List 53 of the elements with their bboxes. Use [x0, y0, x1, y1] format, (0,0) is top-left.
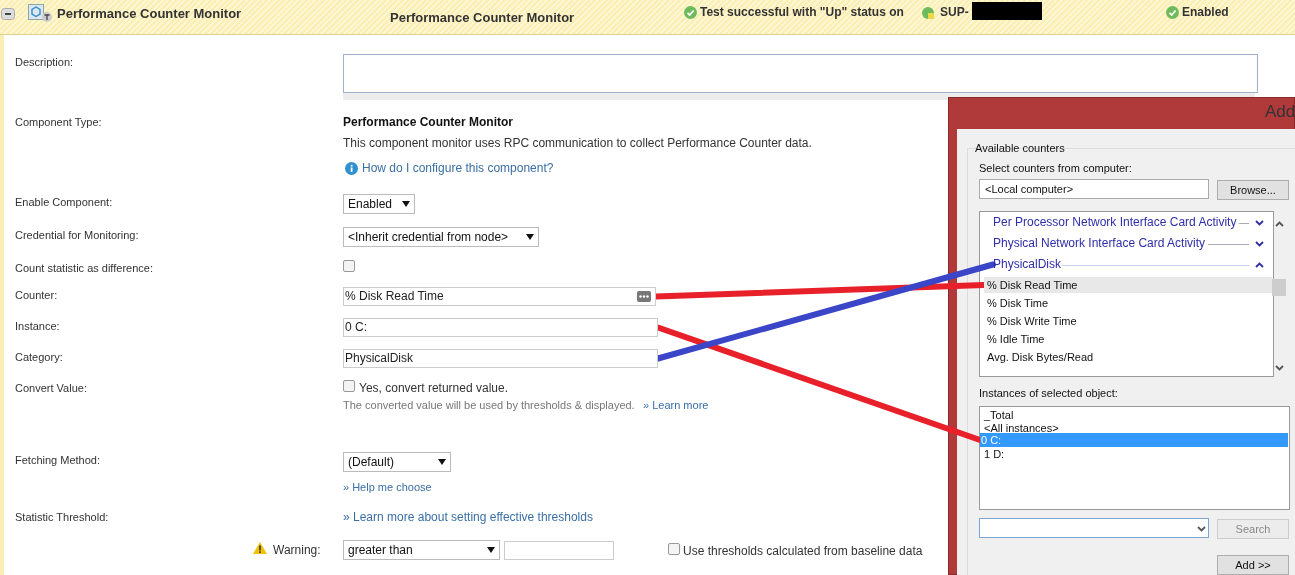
- header-title: Performance Counter Monitor: [57, 6, 242, 21]
- description-text: Warning:: [273, 543, 321, 558]
- dialog-title: Add: [1265, 104, 1295, 119]
- field-label: Statistic Threshold:: [15, 510, 109, 525]
- select-dropdown: (Default): [343, 452, 451, 472]
- group-label: Available counters: [975, 141, 1065, 156]
- list-item: % Disk Time: [987, 296, 1049, 311]
- list-item: 0 C:: [980, 433, 1288, 447]
- description-text: This component monitor uses RPC communication to collect Performance Counter data.: [343, 136, 812, 151]
- header-title: Performance Counter Monitor: [390, 10, 575, 25]
- list-item: % Idle Time: [987, 332, 1045, 347]
- status-text: Test successful with "Up" status on: [700, 5, 904, 20]
- text-field: 0 C:: [343, 318, 658, 337]
- component-type-name: Performance Counter Monitor: [343, 115, 513, 130]
- list-item: % Disk Read Time: [984, 277, 1272, 293]
- group-label: Instances of selected object:: [979, 386, 1118, 401]
- list-item: Avg. Disk Bytes/Read: [987, 350, 1094, 365]
- field-label: Category:: [15, 350, 63, 365]
- select-dropdown: Enabled: [343, 194, 415, 214]
- field-label: Description:: [15, 55, 74, 70]
- field-label: Count statistic as difference:: [15, 261, 153, 276]
- help-link: » Learn more about setting effective thresholds: [343, 510, 593, 525]
- status-text: SUP-: [940, 5, 969, 20]
- help-link: » Help me choose: [343, 480, 432, 495]
- button: Add >>: [1217, 555, 1289, 575]
- field-label: Credential for Monitoring:: [15, 228, 139, 243]
- text-field: % Disk Read Time: [343, 287, 656, 306]
- select-dropdown: greater than: [343, 540, 500, 560]
- list-item: _Total: [984, 408, 1014, 423]
- field-label: Counter:: [15, 288, 58, 303]
- tree-category: PhysicalDisk: [993, 257, 1061, 272]
- list-item: 1 D:: [984, 447, 1005, 462]
- tree-category: Per Processor Network Interface Card Activity: [993, 215, 1237, 230]
- button: Browse...: [1217, 180, 1289, 200]
- status-text: Enabled: [1182, 5, 1229, 20]
- hint-text: The converted value will be used by thresholds & displayed.: [343, 398, 635, 413]
- field-label: Fetching Method:: [15, 453, 100, 468]
- text-field: PhysicalDisk: [343, 349, 658, 368]
- help-link: How do I configure this component?: [362, 161, 554, 176]
- field-label: Instance:: [15, 319, 60, 334]
- description-text: Yes, convert returned value.: [359, 381, 508, 396]
- select-dropdown: <Inherit credential from node>: [343, 227, 539, 247]
- list-item: <All instances>: [984, 421, 1059, 436]
- button: Search: [1217, 519, 1289, 539]
- description-text: Use thresholds calculated from baseline data: [683, 544, 923, 559]
- field-label: Component Type:: [15, 115, 102, 130]
- field-label: Enable Component:: [15, 195, 113, 210]
- list-item: % Disk Write Time: [987, 314, 1077, 329]
- combo-box: <Local computer>: [979, 179, 1209, 199]
- tree-category: Physical Network Interface Card Activity: [993, 236, 1206, 251]
- group-label: Select counters from computer:: [979, 161, 1132, 176]
- field-label: Convert Value:: [15, 381, 87, 396]
- help-link: » Learn more: [643, 398, 709, 413]
